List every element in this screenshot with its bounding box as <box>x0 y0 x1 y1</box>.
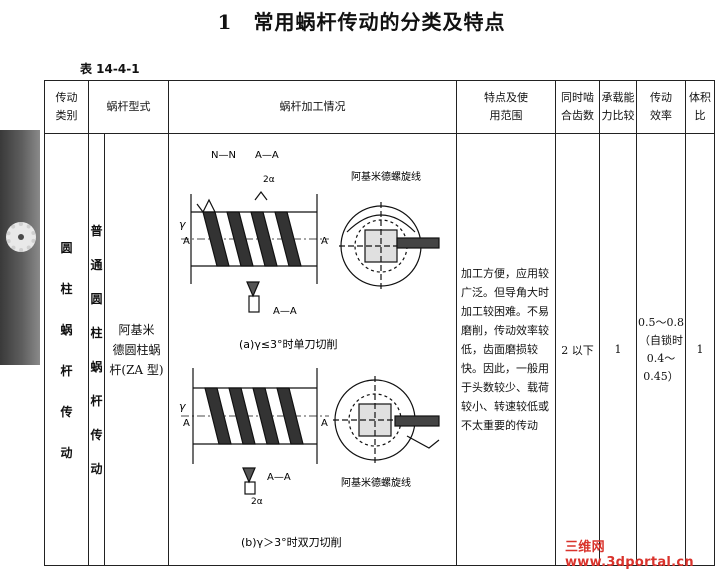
label-a-right-b: A <box>321 418 328 429</box>
cell-features: 加工方便，应用较广泛。但导角大时加工较困难。不易磨削，传动效率较低，齿面磨损较快… <box>456 133 556 566</box>
header-efficiency-text: 传动 效率 <box>650 91 672 122</box>
header-volume-text: 体积 比 <box>689 91 711 122</box>
cell-machining-drawing: N—N A—A 2α 阿基米德螺旋线 γ A A A—A (a)γ≤3°时单刀切… <box>168 133 457 566</box>
cell-teeth: 2 以下 <box>555 133 600 566</box>
label-nn: N—N <box>211 150 236 161</box>
subtype-char: 杆 <box>90 394 103 408</box>
header-category: 传动 类别 <box>44 80 89 134</box>
teeth-value: 2 以下 <box>561 343 594 357</box>
efficiency-value: 0.5～0.8 （自锁时 0.4～ 0.45） <box>638 315 684 383</box>
category-char: 蜗 <box>60 322 73 337</box>
header-machining: 蜗杆加工情况 <box>168 80 457 134</box>
header-efficiency: 传动 效率 <box>636 80 686 134</box>
figure-b-worm <box>181 368 329 495</box>
header-features: 特点及使 用范围 <box>456 80 556 134</box>
subtype-char: 普 <box>90 224 103 238</box>
cell-load: 1 <box>599 133 637 566</box>
caption-b: (b)γ＞3°时双刀切削 <box>241 535 342 549</box>
header-volume: 体积 比 <box>685 80 715 134</box>
worm-machining-figure: N—N A—A 2α 阿基米德螺旋线 γ A A A—A (a)γ≤3°时单刀切… <box>179 150 440 549</box>
label-a-right: A <box>321 236 328 247</box>
header-machining-text: 蜗杆加工情况 <box>279 100 346 113</box>
cell-volume: 1 <box>685 133 715 566</box>
volume-value: 1 <box>696 343 704 356</box>
category-vertical-text: 圆 柱 蜗 杆 传 动 <box>45 239 88 461</box>
side-gear-decoration <box>0 130 40 365</box>
gear-icon <box>6 222 36 252</box>
caption-a: (a)γ≤3°时单刀切削 <box>239 337 338 351</box>
label-2a-a: 2α <box>263 175 275 185</box>
worm-drive-table: 传动 类别 蜗杆型式 蜗杆加工情况 特点及使 用范围 同时啮 合齿数 承载能 力… <box>44 80 715 566</box>
subtype-char: 动 <box>90 462 103 476</box>
cell-category: 圆 柱 蜗 杆 传 动 <box>44 133 89 566</box>
label-a-left-b: A <box>183 418 190 429</box>
cell-efficiency: 0.5～0.8 （自锁时 0.4～ 0.45） <box>636 133 686 566</box>
subtype-char: 传 <box>90 428 103 442</box>
figure-b-section <box>333 376 440 464</box>
label-a-left: A <box>183 236 190 247</box>
subtype-char: 蜗 <box>90 360 103 374</box>
header-load-text: 承载能 力比较 <box>601 91 635 122</box>
subtype-char: 圆 <box>90 292 103 306</box>
header-teeth: 同时啮 合齿数 <box>555 80 600 134</box>
label-gamma-b: γ <box>179 400 186 413</box>
label-helix-a: 阿基米德螺旋线 <box>351 170 421 183</box>
load-value: 1 <box>614 343 622 356</box>
label-aa-b: A—A <box>267 472 291 483</box>
cell-subtype: 普 通 圆 柱 蜗 杆 传 动 <box>88 133 105 566</box>
table-number: 表 14-4-1 <box>80 62 140 76</box>
header-category-text: 传动 类别 <box>55 91 78 122</box>
label-2a-b: 2α <box>251 497 263 507</box>
category-char: 动 <box>60 445 73 460</box>
header-teeth-text: 同时啮 合齿数 <box>561 91 594 122</box>
category-char: 柱 <box>60 281 73 296</box>
label-gamma-a: γ <box>179 218 186 231</box>
category-char: 传 <box>60 404 73 419</box>
label-aa-bottom: A—A <box>273 306 297 317</box>
label-aa-top: A—A <box>255 150 279 161</box>
category-char: 杆 <box>60 363 73 378</box>
page-title: 1 常用蜗杆传动的分类及特点 <box>217 10 506 34</box>
cell-worm-type: 阿基米 德圆柱蜗 杆(ZA 型) <box>104 133 169 566</box>
subtype-char: 柱 <box>90 326 103 340</box>
subtype-char: 通 <box>90 258 103 272</box>
header-load: 承载能 力比较 <box>599 80 637 134</box>
figure-a-section <box>339 202 440 290</box>
worm-type-text: 阿基米 德圆柱蜗 杆(ZA 型) <box>109 322 164 377</box>
site-watermark: 三维网www.3dportal.cn <box>565 540 694 570</box>
header-worm-type-text: 蜗杆型式 <box>106 100 151 113</box>
features-text: 加工方便，应用较广泛。但导角大时加工较困难。不易磨削，传动效率较低，齿面磨损较快… <box>461 267 549 432</box>
label-helix-b: 阿基米德螺旋线 <box>341 476 411 489</box>
figure-a-worm <box>181 191 329 313</box>
subtype-vertical-text: 普 通 圆 柱 蜗 杆 传 动 <box>89 222 104 477</box>
category-char: 圆 <box>60 240 73 255</box>
header-worm-type: 蜗杆型式 <box>88 80 169 134</box>
header-features-text: 特点及使 用范围 <box>484 91 528 122</box>
